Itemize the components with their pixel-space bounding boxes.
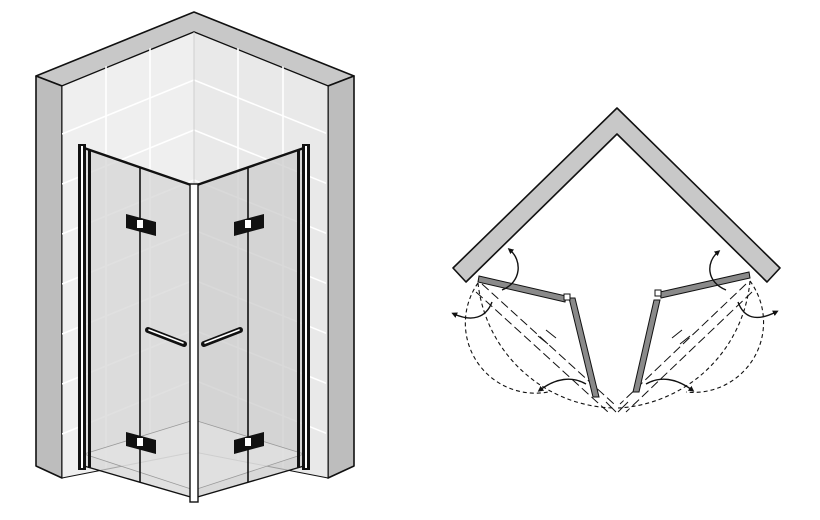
right-upper-rotate-arrow-icon xyxy=(709,250,727,291)
bottom-edge-left xyxy=(83,465,195,499)
right-lower-rotate-arrow-icon xyxy=(737,301,779,319)
left-profile-highlight xyxy=(81,146,83,468)
hinge-icon xyxy=(234,432,264,454)
plan-wall-corner xyxy=(452,107,781,283)
hinge-icon xyxy=(126,214,156,236)
swing-arcs xyxy=(464,280,765,409)
bifold-doors-plan-icon xyxy=(451,107,781,413)
left-wall-side xyxy=(35,75,63,479)
left-upper-rotate-arrow-icon xyxy=(501,248,519,291)
hinge-icon xyxy=(563,293,571,301)
bottom-edge-right xyxy=(193,465,305,499)
left-handle-icon xyxy=(145,327,187,347)
corner-post xyxy=(189,183,199,503)
right-fold-rotate-arrow-icon xyxy=(645,378,695,392)
right-profile-inner xyxy=(297,150,300,468)
left-glass-panel xyxy=(84,148,194,498)
right-glass-panel xyxy=(194,148,304,498)
left-lower-rotate-arrow-icon xyxy=(451,301,493,319)
hinge-icon xyxy=(654,289,662,297)
rotation-arrows xyxy=(451,248,779,392)
left-fold-rotate-arrow-icon xyxy=(537,378,587,392)
hinge-icon xyxy=(234,214,264,236)
hinge-icon xyxy=(126,432,156,454)
left-profile-inner xyxy=(88,150,91,468)
closed-position-lines xyxy=(475,283,753,413)
shower-enclosure-isometric-icon xyxy=(35,11,355,503)
right-wall-side xyxy=(327,75,355,479)
right-profile-highlight xyxy=(305,146,307,468)
right-handle-icon xyxy=(201,327,243,347)
open-door-panels xyxy=(477,271,751,398)
fold-markers xyxy=(537,329,691,413)
